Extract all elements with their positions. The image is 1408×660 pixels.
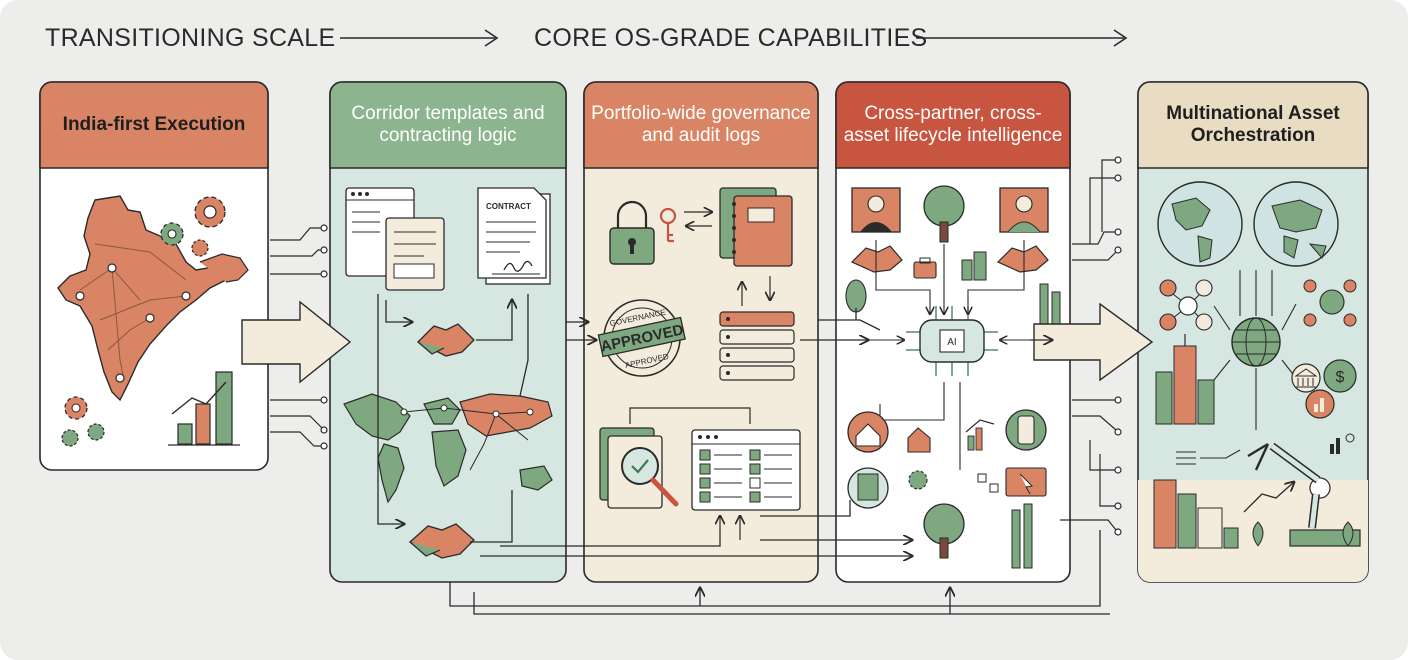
bamboo-icon-bottom (1011, 503, 1033, 569)
panel-title-corridor: Corridor templates and contracting logic (351, 103, 545, 146)
header-arrow-2 (916, 29, 1128, 47)
house-small-icon (907, 427, 931, 453)
cursor-screen-icon (1005, 467, 1047, 497)
city-skyline-icon-bottom (1153, 479, 1239, 549)
tree-icon (923, 185, 965, 243)
handshake-icon-bottom (408, 523, 475, 559)
finance-network-icon (1303, 279, 1357, 327)
city-skyline-icon (1155, 334, 1215, 425)
contract-doc-label: CONTRACT (486, 202, 531, 211)
plant-icon (1252, 521, 1354, 547)
svg-text:$: $ (1336, 369, 1345, 386)
contract-document-icon: CONTRACT (477, 187, 551, 285)
world-map-icon (343, 393, 553, 504)
partner-avatar-icon (851, 187, 901, 233)
lock-icon (609, 200, 655, 265)
mobile-app-icon (1005, 409, 1047, 451)
panel-title-governance: Portfolio-wide governance and audit logs (591, 103, 811, 146)
growth-chart-icon (168, 371, 240, 446)
people-network-icon (1159, 279, 1213, 331)
partner-avatar-icon-2 (999, 187, 1049, 233)
flow-arrow-2 (1033, 302, 1154, 382)
header-core-capabilities: CORE OS-GRADE CAPABILITIES (534, 24, 928, 52)
home-icon (847, 411, 889, 453)
list-lines-icon (1176, 449, 1241, 465)
robotic-arm-icon (1247, 442, 1361, 547)
buildings-icon (961, 251, 987, 281)
panel-lifecycle-intelligence: AI (835, 81, 1071, 583)
office-building-icon (847, 467, 889, 509)
panel-multinational: $ (1137, 81, 1369, 583)
handshake-icon-right (996, 245, 1049, 273)
tree-icon-bottom (923, 503, 965, 559)
audit-log-book-icon (719, 187, 793, 267)
growth-arrow-icon (1243, 482, 1294, 513)
india-map-icon (57, 195, 249, 402)
flow-arrow-1 (241, 300, 352, 384)
dollar-coin-icon: $ (1323, 359, 1357, 393)
bank-icon (1291, 363, 1321, 393)
handshake-icon (416, 323, 475, 357)
feedback-loop-lines (449, 500, 1110, 615)
gear-icon-small (61, 396, 105, 447)
key-icon (659, 207, 677, 243)
panel-india-first (39, 81, 269, 471)
approved-stamp: GOVERNANCE APPROVED APPROVED (597, 299, 686, 377)
circuit-connectors-2 (1060, 156, 1122, 536)
network-nodes-icon (977, 473, 999, 493)
audit-review-icon (599, 427, 679, 509)
header-transitioning-scale: TRANSITIONING SCALE (45, 24, 336, 52)
checklist-window-icon (691, 429, 801, 511)
panel-corridor-templates: CONTRACT (329, 81, 567, 583)
briefcase-icon (913, 257, 937, 279)
ai-chip-label: AI (947, 337, 956, 348)
chart-coin-icon (1305, 389, 1335, 419)
gear-icon (160, 196, 226, 257)
ai-brain-chip-icon: AI (906, 306, 998, 376)
analytics-icon (965, 419, 995, 451)
database-server-icon (719, 311, 795, 381)
gear-icon-lifecycle (908, 470, 928, 490)
mini-bar-chart-icon (1330, 433, 1355, 454)
handshake-icon-left (850, 245, 903, 273)
tree-icon-small (845, 279, 867, 320)
circuit-connectors-1 (270, 224, 328, 450)
template-windows-icon (345, 187, 445, 291)
panel-title-india-first: India-first Execution (62, 114, 246, 135)
globe-network-icon (1231, 317, 1281, 367)
panel-governance: GOVERNANCE APPROVED APPROVED (583, 81, 819, 583)
header-arrow-1 (340, 29, 499, 47)
panel-title-lifecycle: Cross-partner, cross-asset lifecycle int… (843, 103, 1063, 146)
world-globe-icon (1157, 181, 1339, 267)
panel-title-multinational: Multinational Asset Orchestration (1166, 103, 1340, 146)
